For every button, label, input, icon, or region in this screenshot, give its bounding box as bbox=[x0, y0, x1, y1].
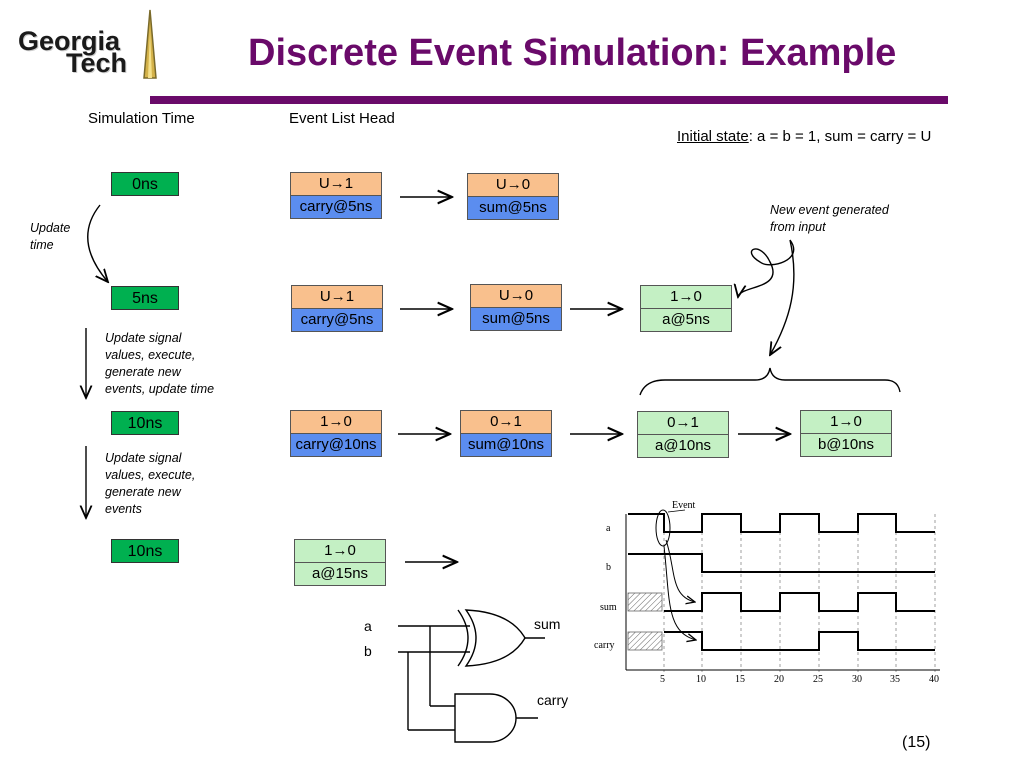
event-sum-5ns: U→0 sum@5ns bbox=[467, 173, 559, 220]
logo-line-1: Georgia bbox=[18, 26, 121, 56]
event-target: carry@10ns bbox=[291, 433, 381, 456]
circuit-output-carry: carry bbox=[537, 692, 569, 708]
brace bbox=[639, 367, 901, 396]
time-box-5ns: 5ns bbox=[111, 286, 179, 310]
note-step-1: Update signal values, execute, generate … bbox=[105, 330, 214, 398]
note-line: events, update time bbox=[105, 382, 215, 396]
note-line: generate new bbox=[105, 485, 181, 499]
note-line: events bbox=[105, 502, 142, 516]
event-target: a@5ns bbox=[641, 308, 731, 331]
event-transition: 1→0 bbox=[291, 411, 381, 433]
note-line: values, execute, bbox=[105, 468, 196, 482]
circuit-input-b: b bbox=[364, 643, 372, 659]
event-target: carry@5ns bbox=[291, 195, 381, 218]
update-time-curve bbox=[87, 204, 108, 282]
header-event-list-head: Event List Head bbox=[289, 110, 395, 127]
event-target: a@15ns bbox=[295, 562, 385, 585]
event-sum-5ns-row2: U→0 sum@5ns bbox=[470, 284, 562, 331]
timing-event-label: Event bbox=[672, 500, 696, 511]
timing-tick: 5 bbox=[660, 674, 665, 685]
page-number: (15) bbox=[902, 734, 931, 751]
timing-tick: 20 bbox=[774, 674, 784, 685]
time-box-0ns: 0ns bbox=[111, 172, 179, 196]
timing-tick: 40 bbox=[929, 674, 939, 685]
event-target: b@10ns bbox=[801, 433, 891, 456]
timing-tick: 35 bbox=[890, 674, 900, 685]
time-box-10ns: 10ns bbox=[111, 411, 179, 435]
initial-state: Initial state: a = b = 1, sum = carry = … bbox=[677, 128, 931, 145]
note-line: from input bbox=[770, 220, 826, 234]
new-event-curve-2 bbox=[770, 239, 795, 355]
new-event-curve bbox=[738, 239, 795, 297]
event-target: a@10ns bbox=[638, 434, 728, 457]
event-carry-10ns: 1→0 carry@10ns bbox=[290, 410, 382, 457]
circuit-output-sum: sum bbox=[534, 616, 561, 632]
page-title: Discrete Event Simulation: Example bbox=[248, 32, 897, 74]
timing-tick: 25 bbox=[813, 674, 823, 685]
event-target: sum@5ns bbox=[471, 307, 561, 330]
event-transition: 1→0 bbox=[641, 286, 731, 308]
timing-tick: 30 bbox=[852, 674, 862, 685]
header-simulation-time: Simulation Time bbox=[88, 110, 195, 127]
event-transition: U→0 bbox=[471, 285, 561, 307]
initial-state-values: : a = b = 1, sum = carry = U bbox=[748, 128, 932, 145]
event-a-10ns: 0→1 a@10ns bbox=[637, 411, 729, 458]
note-line: Update bbox=[30, 221, 71, 235]
time-box-10ns-second: 10ns bbox=[111, 539, 179, 563]
logo-line-2: Tech bbox=[66, 48, 128, 78]
title-rule bbox=[150, 96, 948, 104]
event-target: sum@10ns bbox=[461, 433, 551, 456]
logic-circuit bbox=[398, 609, 545, 743]
event-a-15ns: 1→0 a@15ns bbox=[294, 539, 386, 586]
timing-signal-sum: sum bbox=[600, 602, 617, 613]
note-new-event: New event generated from input bbox=[770, 202, 889, 236]
note-line: generate new bbox=[105, 365, 181, 379]
timing-signal-b: b bbox=[606, 562, 611, 573]
event-target: carry@5ns bbox=[292, 308, 382, 331]
event-transition: U→1 bbox=[291, 173, 381, 195]
note-line: New event generated bbox=[770, 203, 889, 217]
georgia-tech-logo: Georgia Tech bbox=[16, 9, 157, 82]
note-line: time bbox=[30, 238, 54, 252]
note-step-2: Update signal values, execute, generate … bbox=[105, 450, 195, 518]
logo-flame-icon bbox=[143, 9, 157, 79]
event-transition: U→0 bbox=[468, 174, 558, 196]
timing-diagram bbox=[625, 509, 940, 672]
event-b-10ns: 1→0 b@10ns bbox=[800, 410, 892, 457]
event-transition: 0→1 bbox=[638, 412, 728, 434]
event-target: sum@5ns bbox=[468, 196, 558, 219]
event-transition: 1→0 bbox=[801, 411, 891, 433]
timing-tick: 15 bbox=[735, 674, 745, 685]
timing-signal-carry: carry bbox=[594, 640, 615, 651]
note-line: Update signal bbox=[105, 331, 182, 345]
note-line: values, execute, bbox=[105, 348, 196, 362]
event-transition: 1→0 bbox=[295, 540, 385, 562]
event-a-5ns: 1→0 a@5ns bbox=[640, 285, 732, 332]
timing-signal-a: a bbox=[606, 523, 611, 534]
initial-state-label: Initial state bbox=[677, 128, 749, 145]
note-update-time: Update time bbox=[30, 220, 70, 254]
event-carry-5ns: U→1 carry@5ns bbox=[290, 172, 382, 219]
event-transition: U→1 bbox=[292, 286, 382, 308]
event-carry-5ns-row2: U→1 carry@5ns bbox=[291, 285, 383, 332]
timing-tick: 10 bbox=[696, 674, 706, 685]
event-transition: 0→1 bbox=[461, 411, 551, 433]
event-sum-10ns: 0→1 sum@10ns bbox=[460, 410, 552, 457]
note-line: Update signal bbox=[105, 451, 182, 465]
circuit-input-a: a bbox=[364, 618, 372, 634]
